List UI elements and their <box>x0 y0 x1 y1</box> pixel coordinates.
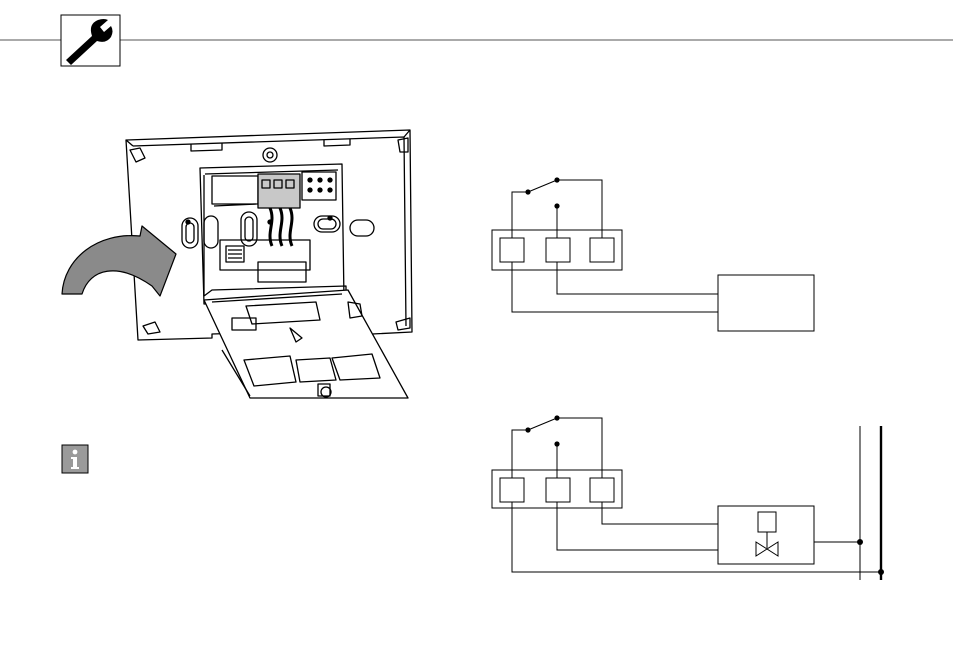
terminal-2-bottom <box>546 478 570 502</box>
terminal-3-bottom <box>590 478 614 502</box>
switch-contacts-top <box>525 177 559 208</box>
load-box <box>718 275 814 331</box>
valve-actuator-box <box>718 506 814 564</box>
terminal-3-top <box>590 238 614 262</box>
info-icon <box>62 445 88 473</box>
terminal-1-bottom <box>500 478 524 502</box>
wrench-icon <box>61 15 120 66</box>
terminal-2-top <box>546 238 570 262</box>
wiring-diagram-bottom <box>492 418 881 580</box>
wiring-diagram-top <box>492 180 814 331</box>
junction-dots-bottom <box>525 415 884 575</box>
valve-actuator-icon <box>756 512 778 556</box>
terminal-1-top <box>500 238 524 262</box>
